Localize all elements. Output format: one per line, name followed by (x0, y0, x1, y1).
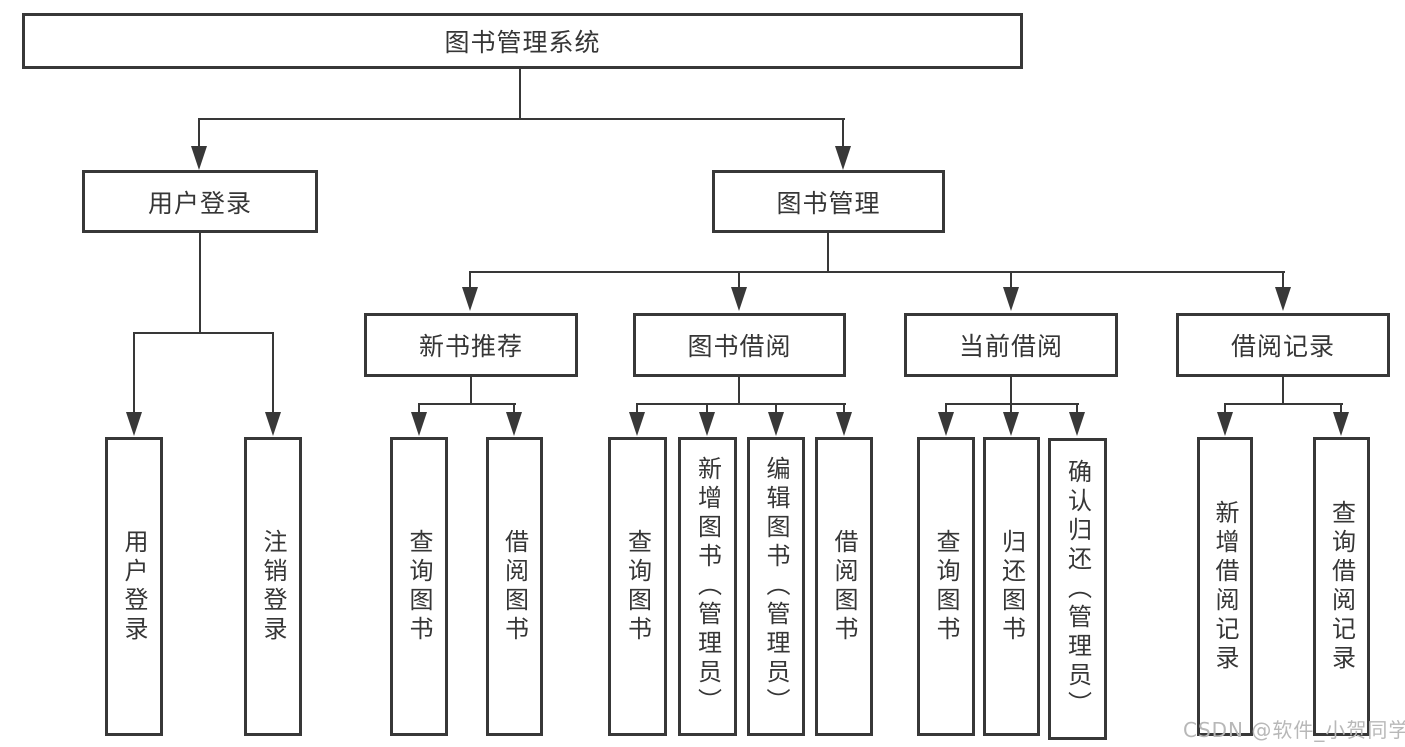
leaf-confirm-return-admin: 确认归还（管理员） (1048, 438, 1107, 740)
connector-line (418, 403, 420, 414)
node-label: 确认归还（管理员） (1063, 458, 1092, 720)
arrow-down-icon (835, 146, 851, 170)
node-library-system: 图书管理系统 (22, 13, 1023, 69)
connector-line (945, 403, 1079, 405)
leaf-return-book: 归还图书 (983, 437, 1040, 736)
node-book-management: 图书管理 (712, 170, 945, 233)
connector-line (418, 403, 516, 405)
connector-line (198, 118, 200, 148)
connector-line (1010, 403, 1012, 414)
connector-line (1224, 403, 1343, 405)
connector-line (945, 403, 947, 414)
leaf-query-borrow-record: 查询借阅记录 (1313, 437, 1370, 736)
node-label: 当前借阅 (958, 332, 1063, 361)
connector-line (1010, 271, 1012, 289)
arrow-down-icon (629, 412, 645, 436)
leaf-add-book-admin: 新增图书（管理员） (678, 437, 737, 736)
csdn-watermark: CSDN @软件_小贺同学 (1183, 718, 1405, 742)
connector-line (827, 233, 829, 273)
arrow-down-icon (191, 146, 207, 170)
leaf-edit-book-admin: 编辑图书（管理员） (747, 437, 805, 736)
arrow-down-icon (411, 412, 427, 436)
arrow-down-icon (506, 412, 522, 436)
arrow-down-icon (731, 287, 747, 311)
node-label: 借阅图书 (500, 528, 529, 645)
node-label: 图书借阅 (687, 332, 792, 361)
arrow-down-icon (1217, 412, 1233, 436)
node-label: 新增图书（管理员） (693, 456, 722, 717)
connector-line (842, 118, 844, 148)
connector-line (706, 403, 708, 414)
node-label: 查询借阅记录 (1327, 499, 1356, 674)
connector-line (738, 377, 740, 405)
arrow-down-icon (1003, 412, 1019, 436)
connector-line (133, 332, 135, 412)
node-label: 借阅记录 (1230, 332, 1335, 361)
connector-line (775, 403, 777, 414)
arrow-down-icon (265, 412, 281, 436)
connector-line (636, 403, 638, 414)
connector-line (513, 403, 515, 414)
leaf-query-books-borrowing: 查询图书 (608, 437, 667, 736)
node-label: 归还图书 (997, 528, 1026, 645)
connector-line (469, 271, 1285, 273)
node-label: 编辑图书（管理员） (762, 456, 790, 717)
connector-line (1340, 403, 1342, 414)
node-user-login: 用户登录 (82, 170, 318, 233)
connector-line (1224, 403, 1226, 414)
connector-line (1282, 377, 1284, 405)
node-book-borrowing: 图书借阅 (633, 313, 846, 377)
leaf-add-borrow-record: 新增借阅记录 (1197, 437, 1253, 736)
leaf-query-books-recommend: 查询图书 (390, 437, 448, 736)
arrow-down-icon (836, 412, 852, 436)
leaf-user-login: 用户登录 (105, 437, 163, 736)
node-label: 用户登录 (147, 188, 252, 218)
connector-line (843, 403, 845, 414)
connector-line (469, 271, 471, 289)
leaf-logout: 注销登录 (244, 437, 302, 736)
arrow-down-icon (699, 412, 715, 436)
arrow-down-icon (126, 412, 142, 436)
connector-line (133, 332, 274, 334)
connector-line (272, 332, 274, 412)
node-label: 借阅图书 (830, 528, 858, 645)
node-current-borrowing: 当前借阅 (904, 313, 1118, 377)
arrow-down-icon (1275, 287, 1291, 311)
leaf-borrow-books: 借阅图书 (815, 437, 873, 736)
node-borrowing-records: 借阅记录 (1176, 313, 1390, 377)
node-label: 查询图书 (405, 528, 433, 645)
node-label: 图书管理系统 (444, 28, 601, 57)
connector-line (636, 403, 846, 405)
node-label: 图书管理 (776, 188, 881, 218)
connector-line (519, 69, 521, 119)
node-label: 查询图书 (623, 528, 652, 645)
leaf-query-books-current: 查询图书 (917, 437, 975, 736)
node-label: 用户登录 (120, 528, 148, 645)
connector-line (470, 377, 472, 405)
connector-line (199, 233, 201, 334)
node-label: 新增借阅记录 (1211, 499, 1239, 674)
node-label: 注销登录 (259, 528, 287, 645)
node-label: 新书推荐 (418, 332, 523, 361)
connector-line (1076, 403, 1078, 414)
leaf-borrow-books-recommend: 借阅图书 (486, 437, 543, 736)
arrow-down-icon (768, 412, 784, 436)
arrow-down-icon (462, 287, 478, 311)
arrow-down-icon (1003, 287, 1019, 311)
arrow-down-icon (1069, 412, 1085, 436)
arrow-down-icon (938, 412, 954, 436)
connector-line (198, 118, 845, 120)
connector-line (1010, 377, 1012, 405)
connector-line (738, 271, 740, 289)
node-label: 查询图书 (932, 528, 960, 645)
connector-line (1282, 271, 1284, 289)
node-new-book-recommendation: 新书推荐 (364, 313, 578, 377)
arrow-down-icon (1333, 412, 1349, 436)
